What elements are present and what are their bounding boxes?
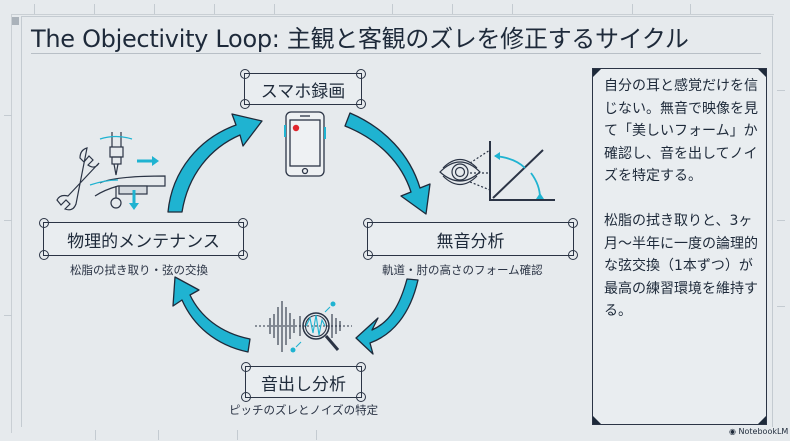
box-corner-ornament bbox=[241, 362, 251, 372]
note-corner-mark bbox=[593, 69, 601, 77]
eye-angle-icon bbox=[439, 141, 555, 201]
summary-note-panel: 自分の耳と感覚だけを信じない。無音で映像を見て「美しいフォーム」か確認し、音を出… bbox=[592, 68, 767, 425]
step-label-text: 無音分析 bbox=[436, 231, 505, 252]
step-caption-sound-analysis: ピッチのズレとノイズの特定 bbox=[229, 403, 379, 417]
box-corner-ornament bbox=[356, 99, 366, 109]
note-corner-mark bbox=[758, 69, 766, 77]
waveform-magnifier-icon bbox=[255, 301, 352, 353]
frame-tick bbox=[632, 4, 633, 14]
frame-tick bbox=[237, 430, 238, 440]
frame-tick bbox=[95, 430, 96, 440]
frame-tick bbox=[274, 4, 275, 14]
frame-tick bbox=[34, 4, 35, 14]
box-corner-ornament bbox=[39, 218, 49, 228]
frame-corner-marker bbox=[12, 17, 19, 25]
title-divider bbox=[31, 53, 761, 54]
step-label-text: スマホ録画 bbox=[260, 81, 346, 102]
inner-frame bbox=[21, 16, 773, 427]
note-corner-mark bbox=[593, 416, 601, 424]
box-corner-ornament bbox=[238, 250, 248, 260]
frame-tick bbox=[4, 115, 12, 116]
box-corner-ornament bbox=[240, 69, 250, 79]
step-caption-maintenance: 松脂の拭き取り・弦の交換 bbox=[70, 263, 208, 277]
box-corner-ornament bbox=[363, 218, 373, 228]
step-label-maintenance: 物理的メンテナンス bbox=[39, 218, 248, 260]
box-corner-ornament bbox=[568, 218, 578, 228]
step-label-silent-analysis: 無音分析 bbox=[363, 218, 578, 260]
frame-tick bbox=[158, 430, 159, 440]
step-caption-silent-analysis: 軌道・肘の高さのフォーム確認 bbox=[382, 263, 543, 277]
frame-tick bbox=[777, 90, 785, 91]
step-label-text: 音出し分析 bbox=[261, 374, 346, 395]
arrow-maintenance-to-recording bbox=[167, 113, 263, 213]
box-corner-ornament bbox=[568, 250, 578, 260]
step-label-sound-analysis: 音出し分析 bbox=[241, 362, 366, 402]
arrow-silent-to-sound bbox=[355, 278, 419, 355]
box-corner-ornament bbox=[240, 99, 250, 109]
step-label-recording: スマホ録画 bbox=[240, 69, 366, 109]
smartphone-recording-icon bbox=[284, 111, 326, 177]
frame-tick bbox=[452, 4, 453, 14]
frame-tick bbox=[316, 430, 317, 440]
frame-tick bbox=[94, 4, 95, 14]
page-title: The Objectivity Loop: 主観と客観のズレを修正するサイクル bbox=[31, 25, 689, 53]
branding-text: NotebookLM bbox=[738, 427, 789, 436]
frame-tick bbox=[777, 220, 785, 221]
frame-tick bbox=[154, 4, 155, 14]
box-corner-ornament bbox=[356, 362, 366, 372]
frame-tick bbox=[4, 220, 12, 221]
box-corner-ornament bbox=[238, 218, 248, 228]
step-label-text: 物理的メンテナンス bbox=[67, 231, 220, 252]
frame-tick bbox=[690, 4, 691, 14]
note-paragraph-2: 松脂の拭き取りと、3ヶ月〜半年に一度の論理的な弦交換（1本ずつ）が最高の練習環境… bbox=[604, 213, 758, 319]
outer-frame bbox=[11, 14, 774, 433]
arrow-recording-to-silent bbox=[344, 112, 431, 215]
notebooklm-logo-icon: ◉ bbox=[729, 427, 739, 436]
branding: ◉ NotebookLM bbox=[729, 427, 788, 436]
note-paragraph-1: 自分の耳と感覚だけを信じない。無音で映像を見て「美しいフォーム」か確認し、音を出… bbox=[604, 78, 758, 184]
box-corner-ornament bbox=[356, 392, 366, 402]
box-corner-ornament bbox=[39, 250, 49, 260]
frame-tick bbox=[214, 4, 215, 14]
box-corner-ornament bbox=[356, 69, 366, 79]
frame-tick bbox=[777, 306, 785, 307]
wrench-maintenance-icon bbox=[56, 132, 166, 211]
box-corner-ornament bbox=[363, 250, 373, 260]
frame-tick bbox=[392, 4, 393, 14]
arrow-sound-to-maintenance bbox=[172, 276, 251, 353]
note-corner-mark bbox=[758, 416, 766, 424]
box-corner-ornament bbox=[241, 392, 251, 402]
frame-tick bbox=[512, 4, 513, 14]
frame-tick bbox=[4, 315, 12, 316]
